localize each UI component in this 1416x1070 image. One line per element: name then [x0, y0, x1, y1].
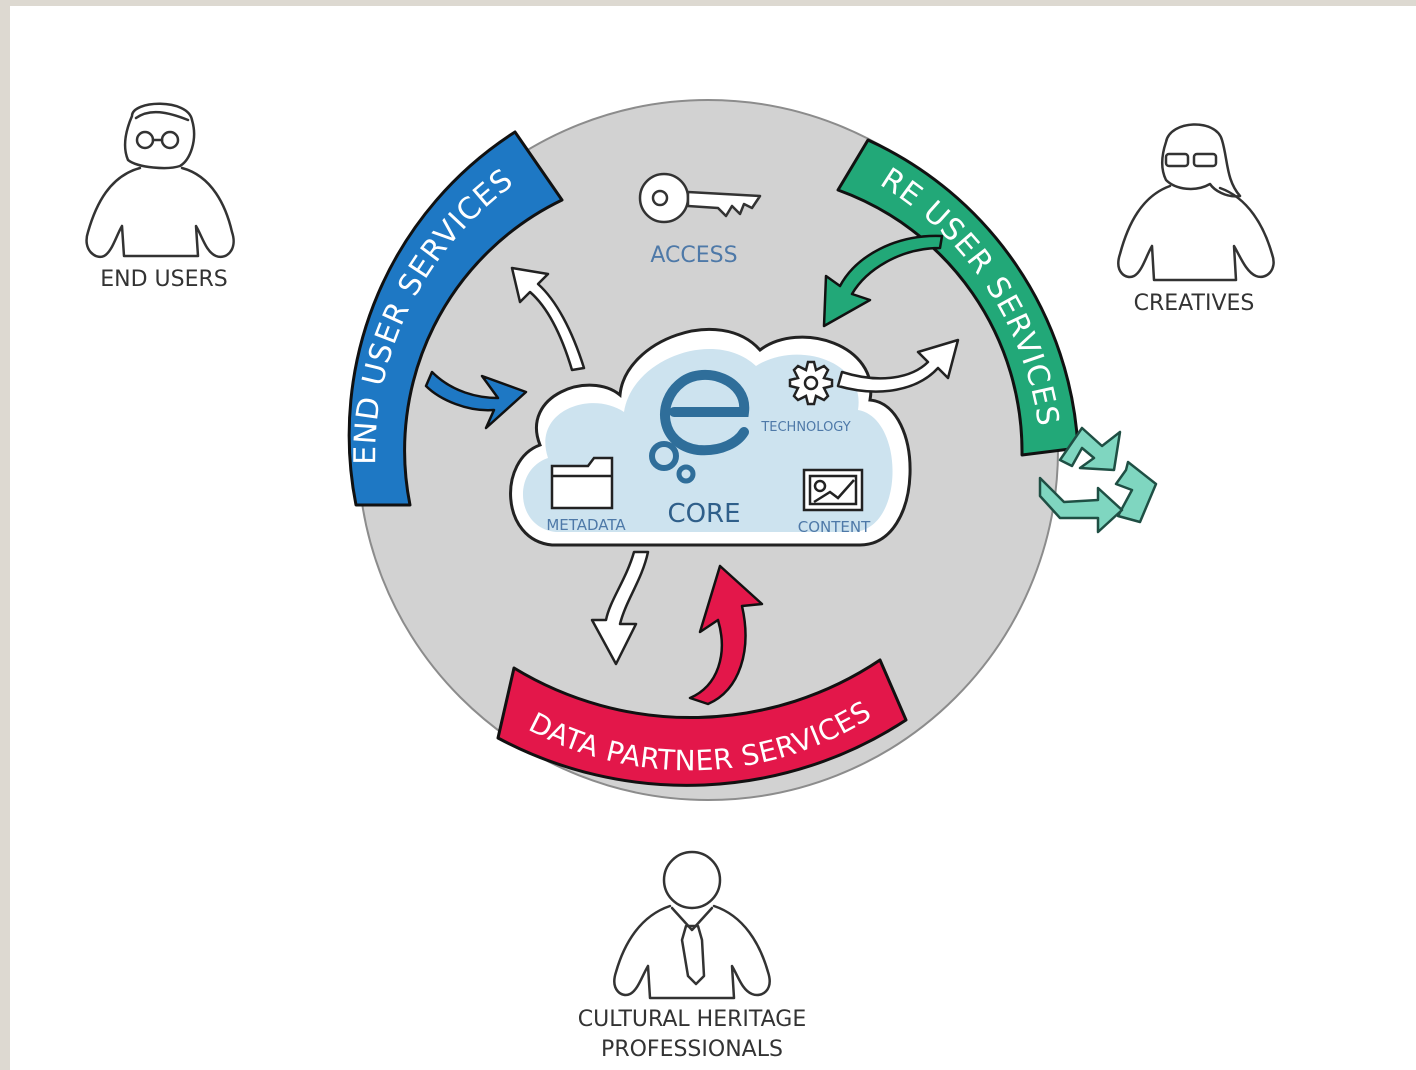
gear-icon [788, 360, 834, 406]
creatives-label: CREATIVES [1134, 291, 1255, 316]
data-partner-services-band [496, 658, 908, 787]
creative-avatar-icon [1117, 123, 1275, 282]
recycle-icon [1038, 426, 1158, 534]
outflow-arrow-reusers-icon [836, 338, 960, 393]
page: ACCESS CORE METADATA CONTENT TECHNOLOGY [10, 6, 1416, 1070]
outflow-arrow-end-users-icon [510, 266, 586, 372]
red-arrow-to-core-icon [688, 564, 764, 706]
professionals-label-line1: CULTURAL HERITAGE [578, 1007, 807, 1032]
folder-icon [550, 456, 614, 510]
metadata-label: METADATA [546, 516, 626, 534]
blue-arrow-to-core-icon [424, 370, 528, 430]
core-services-diagram: ACCESS CORE METADATA CONTENT TECHNOLOGY [85, 99, 1275, 1062]
professional-avatar-icon [613, 850, 771, 1000]
end-users-label: END USERS [100, 267, 228, 292]
content-label: CONTENT [798, 518, 871, 536]
europeana-e-logo-icon [649, 369, 750, 484]
green-arrow-to-core-icon [822, 234, 944, 328]
image-icon [802, 468, 864, 512]
technology-label: TECHNOLOGY [760, 420, 850, 435]
end-user-services-band [347, 130, 564, 507]
end-user-avatar-icon [85, 102, 235, 259]
core-title: CORE [667, 499, 740, 529]
key-icon [638, 172, 762, 224]
outflow-arrow-partners-icon [590, 550, 650, 666]
access-label: ACCESS [650, 243, 737, 268]
professionals-label-line2: PROFESSIONALS [601, 1037, 783, 1062]
